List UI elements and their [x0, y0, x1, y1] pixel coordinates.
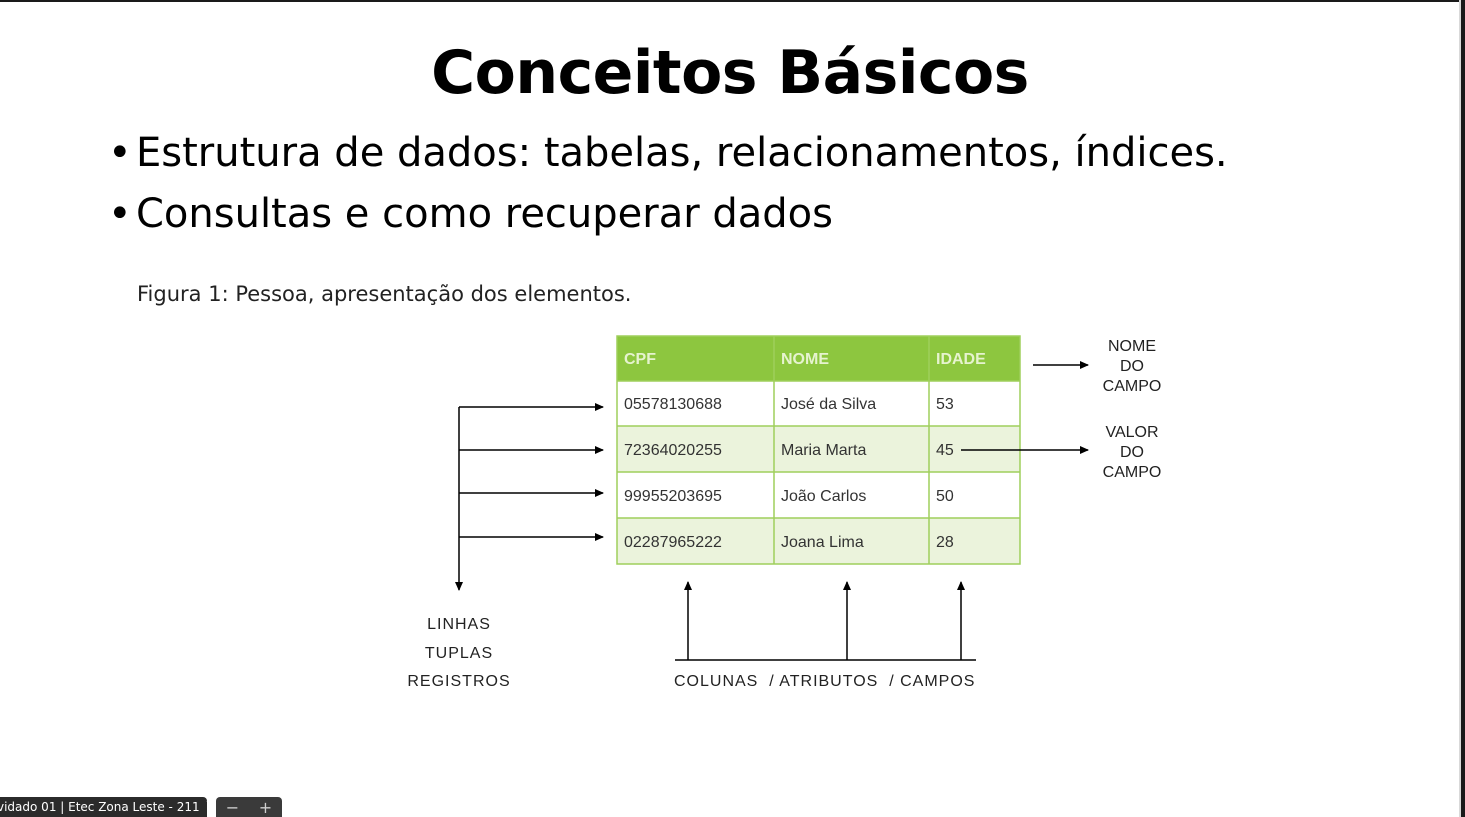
bullet-text: Estrutura de dados: tabelas, relacioname…	[136, 130, 1228, 176]
table-header-idade: IDADE	[936, 351, 986, 368]
field-name-label-line: NOME	[1108, 338, 1156, 355]
table-row-bg	[617, 472, 1020, 518]
field-value-label: VALOR DO CAMPO	[1103, 424, 1162, 481]
table-row-bg	[617, 518, 1020, 564]
table-cell-idade: 28	[936, 534, 954, 551]
table-header-nome: NOME	[781, 351, 829, 368]
row-arrows	[455, 403, 604, 591]
table-cell-idade: 53	[936, 396, 954, 413]
meeting-participant-label: vidado 01 | Etec Zona Leste - 211	[0, 800, 200, 814]
table-cell-nome: João Carlos	[781, 488, 866, 505]
table-cell-cpf: 02287965222	[624, 534, 722, 551]
window-top-border	[0, 0, 1465, 2]
bullet-item: •Estrutura de dados: tabelas, relacionam…	[108, 124, 1228, 185]
slide-title: Conceitos Básicos	[431, 38, 1029, 108]
table-header-cpf: CPF	[624, 351, 656, 368]
table-cell-idade: 50	[936, 488, 954, 505]
table-row: 72364020255 Maria Marta 45	[624, 442, 954, 459]
bullet-item: •Consultas e como recuperar dados	[108, 185, 1228, 246]
meeting-taskbar: vidado 01 | Etec Zona Leste - 211 − +	[0, 797, 282, 817]
window-right-border	[1461, 0, 1465, 817]
field-value-label-line: CAMPO	[1103, 464, 1162, 481]
table-row: 02287965222 Joana Lima 28	[624, 534, 954, 551]
field-value-label-line: DO	[1120, 444, 1144, 461]
table-cell-idade: 45	[936, 442, 954, 459]
rows-label-line: LINHAS	[427, 616, 491, 633]
field-value-label-line: VALOR	[1105, 424, 1158, 441]
zoom-out-button[interactable]: −	[225, 797, 240, 817]
zoom-controls: − +	[216, 797, 282, 817]
rows-label-line: REGISTROS	[407, 673, 510, 690]
field-name-label-line: DO	[1120, 358, 1144, 375]
rows-label: LINHAS TUPLAS REGISTROS	[407, 616, 510, 690]
zoom-in-button[interactable]: +	[258, 797, 273, 817]
table-cell-cpf: 99955203695	[624, 488, 722, 505]
column-arrows	[675, 581, 976, 661]
window-right-shadow	[1459, 0, 1461, 817]
table-cell-cpf: 05578130688	[624, 396, 722, 413]
figure-caption: Figura 1: Pessoa, apresentação dos eleme…	[137, 282, 632, 306]
bullet-text: Consultas e como recuperar dados	[136, 191, 833, 237]
table-cell-nome: José da Silva	[781, 396, 876, 413]
table-header-bg	[617, 336, 1020, 381]
meeting-participant-chip[interactable]: vidado 01 | Etec Zona Leste - 211	[0, 797, 207, 817]
table-row-bg	[617, 426, 1020, 472]
table-grid	[616, 335, 1021, 565]
table-cell-cpf: 72364020255	[624, 442, 722, 459]
bullet-dot: •	[108, 130, 132, 176]
field-name-label: NOME DO CAMPO	[1103, 338, 1162, 395]
columns-label: COLUNAS / ATRIBUTOS / CAMPOS	[674, 673, 975, 690]
bullet-dot: •	[108, 191, 132, 237]
table-cell-nome: Maria Marta	[781, 442, 866, 459]
rows-label-line: TUPLAS	[425, 645, 493, 662]
bullet-list: •Estrutura de dados: tabelas, relacionam…	[108, 124, 1228, 246]
table-cell-nome: Joana Lima	[781, 534, 864, 551]
table-row: 99955203695 João Carlos 50	[624, 488, 954, 505]
table-row-bg	[617, 381, 1020, 426]
mic-muted-icon[interactable]	[206, 800, 207, 814]
field-name-label-line: CAMPO	[1103, 378, 1162, 395]
table-row: 05578130688 José da Silva 53	[624, 396, 954, 413]
